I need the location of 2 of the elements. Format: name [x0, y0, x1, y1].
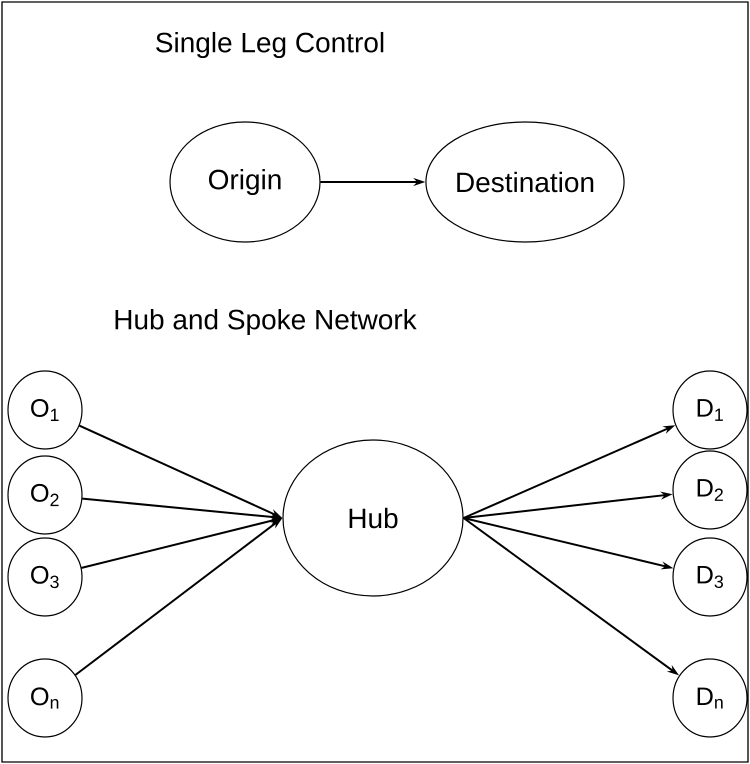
section-heading: Hub and Spoke Network — [116, 308, 417, 336]
section-heading: Single Leg Control — [156, 32, 384, 58]
